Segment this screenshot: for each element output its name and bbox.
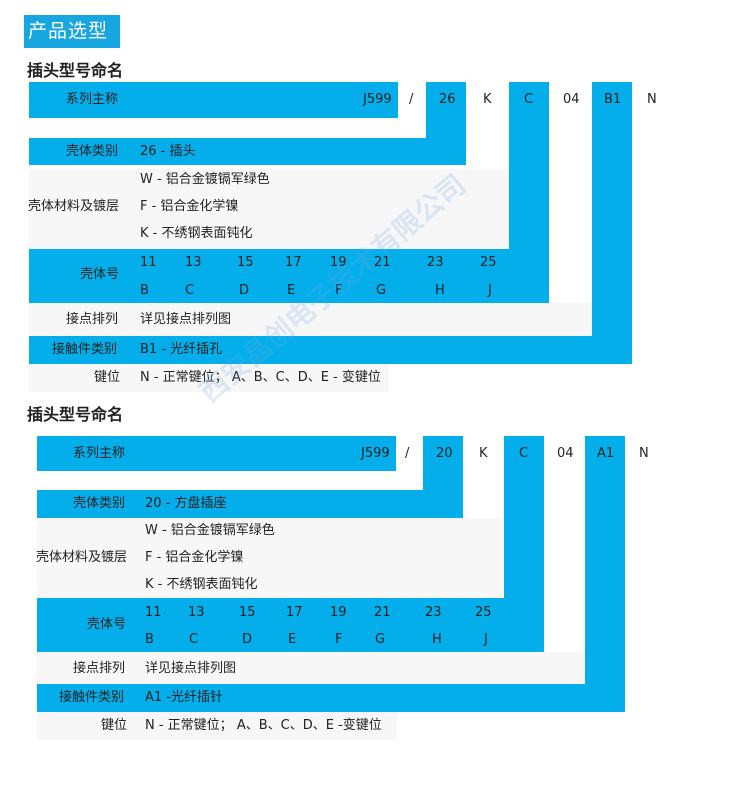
series-bar [29, 82, 398, 118]
key-band [37, 712, 397, 740]
shell-size-bar [29, 249, 549, 303]
shell-letter: E [287, 283, 296, 298]
code-c: C [519, 446, 529, 461]
material-band [37, 518, 502, 598]
shell-letter: D [242, 632, 253, 647]
key-value: N - 正常键位； A、B、C、D、E - 变键位 [140, 370, 381, 385]
code-c: C [524, 92, 534, 107]
shell-size: 25 [475, 605, 492, 620]
shell-size: 17 [286, 605, 303, 620]
shell-letter: B [140, 283, 149, 298]
shell-size-label: 壳体号 [80, 267, 120, 282]
shell-size: 23 [427, 255, 444, 270]
arrangement-band [29, 303, 632, 336]
contact-value: A1 -光纤插针 [145, 690, 223, 705]
shell-letter: B [145, 632, 154, 647]
shell-size-bar [37, 598, 544, 652]
code-contact: A1 [597, 446, 615, 461]
section-title: 插头型号命名 [27, 61, 124, 80]
code-series: J599 [361, 446, 390, 461]
material-band [29, 169, 509, 249]
material-f: F - 铝合金化学镍 [145, 550, 244, 565]
code-04: 04 [557, 446, 574, 461]
material-w: W - 铝合金镀镉军绿色 [145, 523, 275, 538]
shell-column [423, 436, 463, 518]
shell-column [426, 82, 466, 165]
shell-size: 17 [285, 255, 302, 270]
key-label: 键位 [101, 718, 128, 733]
contact-column [585, 436, 625, 712]
shell-letter: G [375, 632, 386, 647]
series-label: 系列主称 [66, 92, 119, 107]
shell-size: 11 [140, 255, 157, 270]
material-w: W - 铝合金镀镉军绿色 [140, 172, 270, 187]
contact-bar [37, 684, 625, 712]
shell-letter: F [335, 632, 343, 647]
shell-type-label: 壳体类别 [66, 144, 119, 159]
shell-size: 19 [330, 255, 347, 270]
shell-letter: G [376, 283, 387, 298]
shell-type-bar [29, 138, 466, 165]
shell-letter: C [189, 632, 199, 647]
shell-letter: J [488, 283, 492, 298]
material-k: K - 不绣钢表面钝化 [145, 577, 258, 592]
code-key: N [647, 92, 657, 107]
shell-size-label: 壳体号 [87, 617, 127, 632]
arrangement-label: 接点排列 [73, 661, 126, 676]
code-series: J599 [363, 92, 392, 107]
contact-label: 接触件类别 [59, 690, 125, 705]
shell-letter: C [185, 283, 195, 298]
key-band [29, 364, 389, 392]
code-shell: 20 [436, 446, 453, 461]
code-shell: 26 [439, 92, 456, 107]
section-title: 插头型号命名 [27, 405, 124, 424]
key-value: N - 正常键位； A、B、C、D、E -变键位 [145, 718, 382, 733]
shell-type-value: 20 - 方盘插座 [145, 496, 227, 511]
shell-letter: E [288, 632, 297, 647]
code-key: N [639, 446, 649, 461]
shell-size: 11 [145, 605, 162, 620]
shell-size: 21 [374, 255, 391, 270]
code-slash: / [405, 446, 410, 461]
shell-size: 19 [330, 605, 347, 620]
code-k: K [479, 446, 488, 461]
shell-size: 25 [480, 255, 497, 270]
shell-size: 15 [237, 255, 254, 270]
series-label: 系列主称 [73, 446, 126, 461]
shell-letter: F [335, 283, 343, 298]
arrangement-label: 接点排列 [66, 312, 119, 327]
code-contact: B1 [604, 92, 622, 107]
shell-letter: J [484, 632, 488, 647]
code-k: K [483, 92, 492, 107]
material-label: 壳体材料及镀层 [36, 550, 128, 565]
key-label: 键位 [94, 370, 121, 385]
shell-letter: H [435, 283, 445, 298]
shell-type-label: 壳体类别 [73, 496, 126, 511]
material-label: 壳体材料及镀层 [28, 199, 120, 214]
contact-column [592, 82, 632, 364]
contact-label: 接触件类别 [52, 342, 118, 357]
shell-size: 13 [185, 255, 202, 270]
shell-type-value: 26 - 插头 [140, 144, 196, 159]
arrangement-value: 详见接点排列图 [140, 312, 232, 327]
code-04: 04 [563, 92, 580, 107]
arrangement-value: 详见接点排列图 [145, 661, 237, 676]
material-k: K - 不绣钢表面钝化 [140, 226, 253, 241]
contact-value: B1 - 光纤插孔 [140, 342, 223, 357]
shell-type-bar [37, 490, 463, 518]
shell-letter: D [239, 283, 250, 298]
section-tab: 产品选型 [24, 15, 120, 48]
shell-size: 23 [425, 605, 442, 620]
contact-bar [29, 336, 632, 364]
arrangement-band [37, 652, 625, 684]
shell-size: 15 [239, 605, 256, 620]
shell-size: 13 [188, 605, 205, 620]
code-slash: / [409, 92, 414, 107]
shell-size: 21 [374, 605, 391, 620]
series-bar [37, 436, 396, 471]
material-f: F - 铝合金化学镍 [140, 199, 239, 214]
shell-letter: H [432, 632, 442, 647]
